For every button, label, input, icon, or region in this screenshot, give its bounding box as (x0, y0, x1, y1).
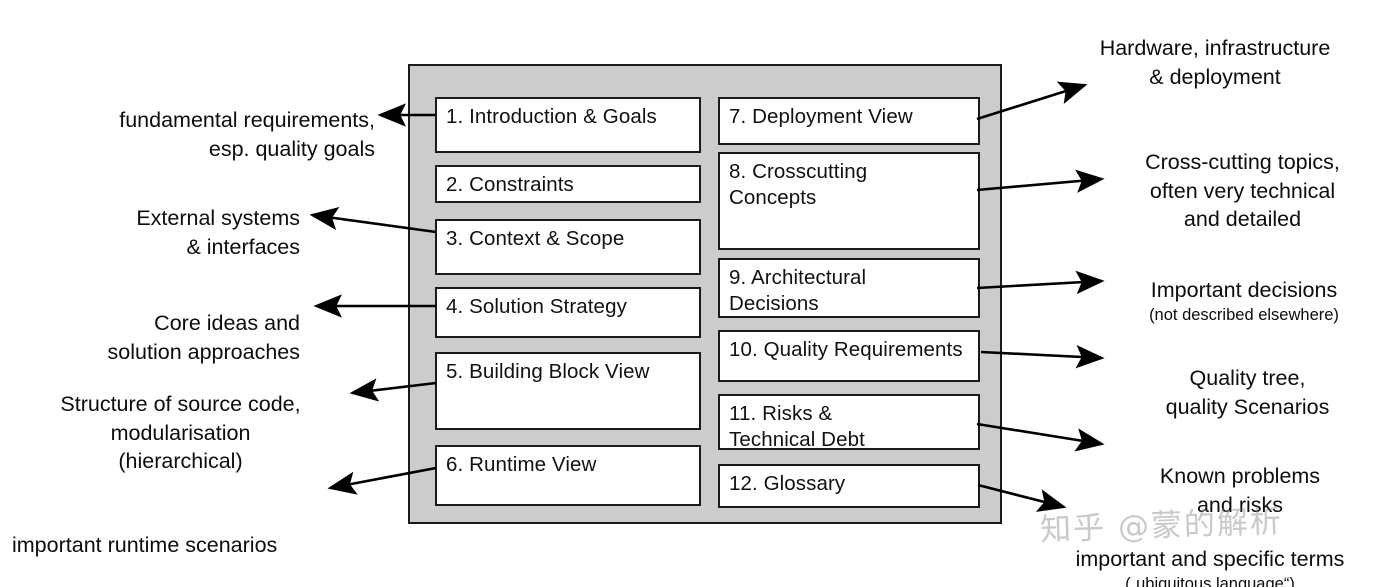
chapter-label: 8. Crosscutting Concepts (729, 160, 868, 210)
chapter-box-9[interactable]: 9. Architectural Decisions (718, 258, 980, 318)
chapter-label: 1. Introduction & Goals (446, 105, 657, 128)
arc42-template-container: 1. Introduction & Goals 2. Constraints 3… (408, 64, 1002, 524)
chapter-label: 2. Constraints (446, 173, 574, 196)
annotation-text: Known problems and risks (1159, 464, 1321, 517)
annotation-chapter-3: External systems & interfaces (20, 176, 300, 261)
annotation-text: Core ideas and solution approaches (107, 311, 300, 364)
annotation-chapter-11: Known problems and risks (1100, 434, 1380, 519)
annotation-chapter-12: important and specific terms („ubiquitou… (1020, 517, 1400, 587)
annotation-text: Hardware, infrastructure & deployment (1099, 36, 1331, 89)
annotation-chapter-9: Important decisions (not described elsew… (1098, 248, 1390, 355)
chapter-box-12[interactable]: 12. Glossary (718, 464, 980, 508)
annotation-text: Important decisions (1150, 278, 1338, 303)
chapter-label: 12. Glossary (729, 472, 846, 495)
annotation-text: important and specific terms (1075, 547, 1345, 572)
annotation-text: Structure of source code, modularisation… (60, 392, 301, 474)
chapter-box-11[interactable]: 11. Risks & Technical Debt (718, 394, 980, 452)
annotation-chapter-5: Structure of source code, modularisation… (18, 362, 343, 476)
chapter-box-2[interactable]: 2. Constraints (435, 165, 701, 203)
chapter-box-4[interactable]: 4. Solution Strategy (435, 287, 701, 338)
annotation-chapter-6: important runtime scenarios (12, 503, 357, 560)
chapter-label: 10. Quality Requirements (729, 338, 963, 361)
annotation-text: Quality tree, quality Scenarios (1165, 366, 1330, 419)
annotation-chapter-4: Core ideas and solution approaches (20, 281, 300, 366)
chapter-box-7[interactable]: 7. Deployment View (718, 97, 980, 145)
chapter-box-3[interactable]: 3. Context & Scope (435, 219, 701, 275)
annotation-subtext: („ubiquitous language“) (1125, 574, 1295, 587)
chapter-label: 5. Building Block View (446, 360, 650, 383)
chapter-label: 4. Solution Strategy (446, 295, 627, 318)
chapter-label: 11. Risks & Technical Debt (729, 402, 865, 452)
annotation-subtext: (not described elsewhere) (1149, 305, 1339, 324)
annotation-chapter-7: Hardware, infrastructure & deployment (1050, 6, 1380, 91)
chapter-box-5[interactable]: 5. Building Block View (435, 352, 701, 430)
annotation-text: External systems & interfaces (136, 206, 300, 259)
chapter-label: 9. Architectural Decisions (729, 266, 867, 316)
chapter-box-10[interactable]: 10. Quality Requirements (718, 330, 980, 382)
annotation-text: Cross-cutting topics, often very technic… (1145, 150, 1340, 232)
annotation-text: fundamental requirements, esp. quality g… (119, 108, 375, 161)
chapter-label: 6. Runtime View (446, 453, 597, 476)
chapter-label: 3. Context & Scope (446, 227, 625, 250)
chapter-box-8[interactable]: 8. Crosscutting Concepts (718, 152, 980, 250)
annotation-chapter-10: Quality tree, quality Scenarios (1110, 336, 1385, 421)
annotation-chapter-8: Cross-cutting topics, often very technic… (1095, 120, 1390, 234)
chapter-label: 7. Deployment View (729, 105, 913, 128)
chapter-box-1[interactable]: 1. Introduction & Goals (435, 97, 701, 153)
annotation-text: important runtime scenarios (12, 533, 278, 558)
chapter-box-6[interactable]: 6. Runtime View (435, 445, 701, 506)
annotation-chapter-1: fundamental requirements, esp. quality g… (20, 78, 375, 163)
watermark-text: 知乎 @蒙的解析 (1039, 503, 1284, 549)
